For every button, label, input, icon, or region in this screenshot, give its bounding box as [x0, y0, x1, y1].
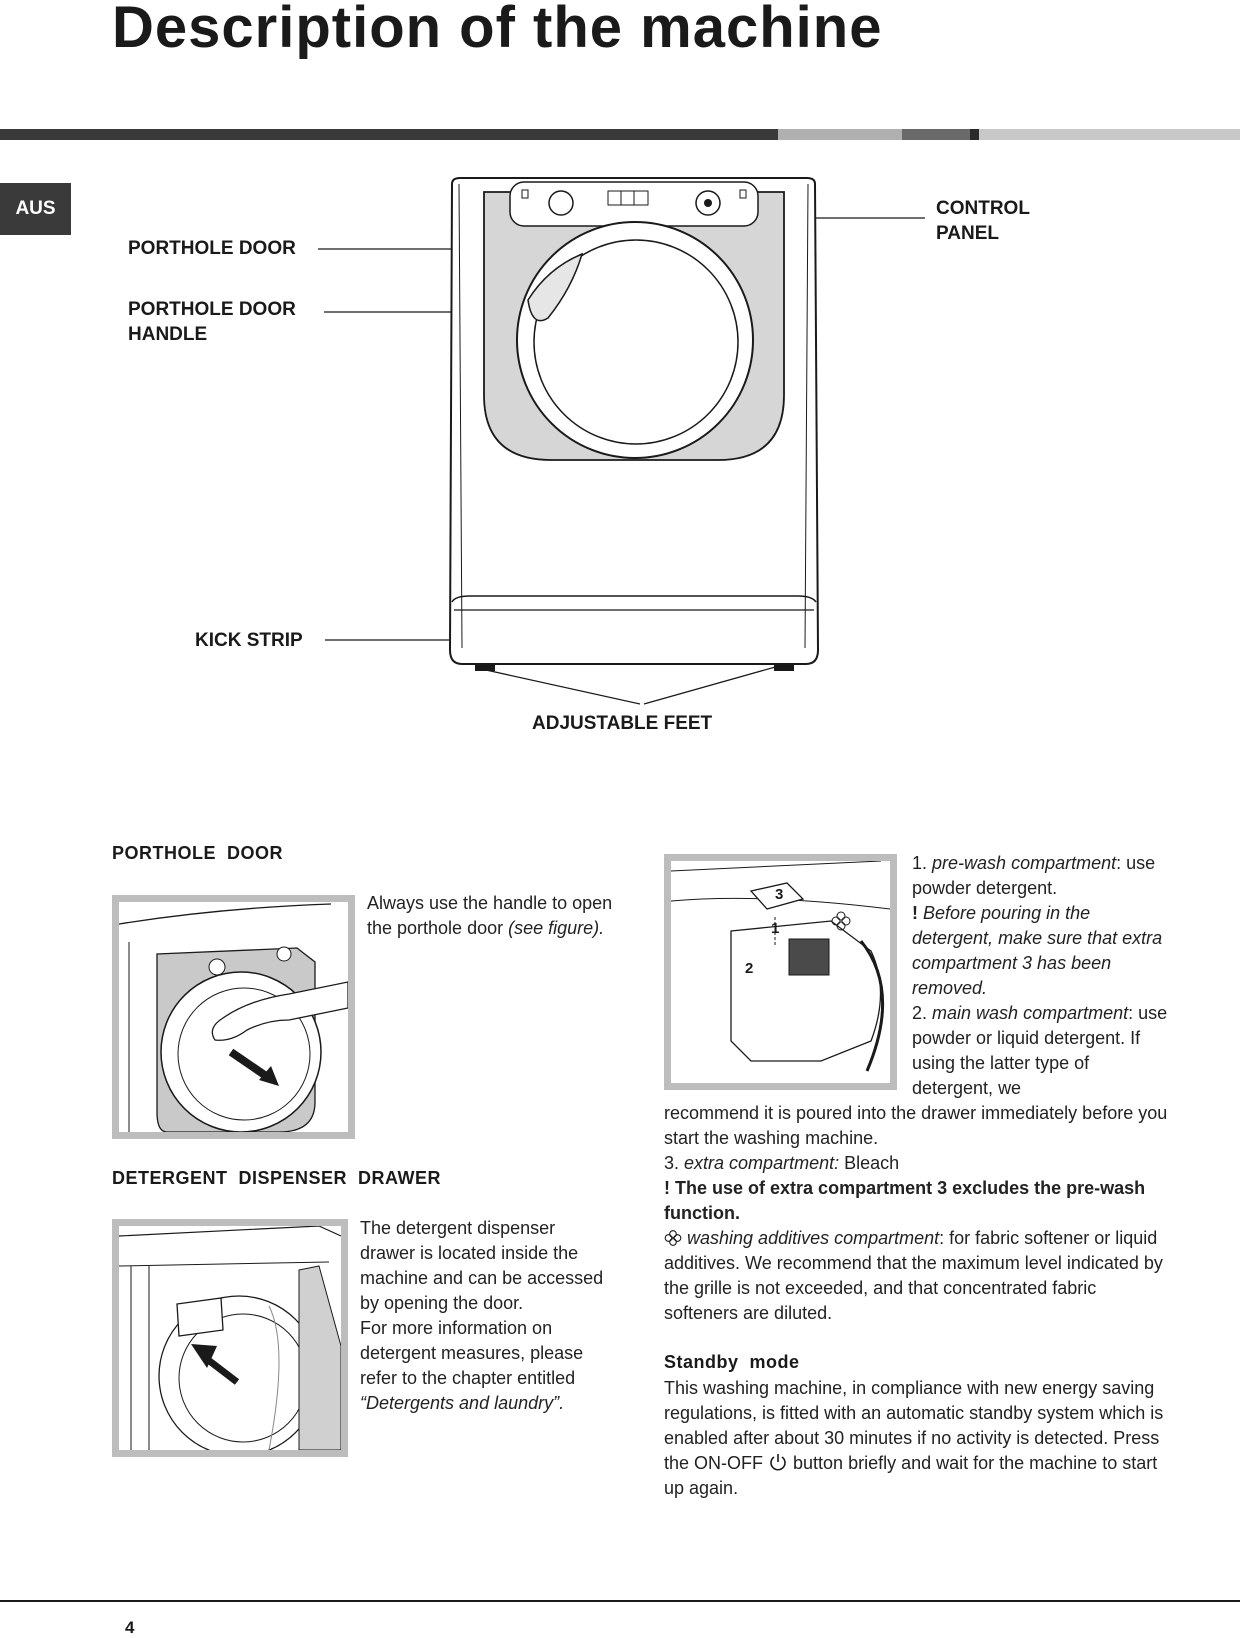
porthole-door-text: Always use the handle to open the portho… — [367, 891, 619, 941]
figure-label-1: 1 — [771, 920, 779, 937]
flower-icon — [664, 1230, 682, 1246]
callout-control-line1: CONTROL — [936, 198, 1030, 219]
drawer-text-more-main: For more information on detergent measur… — [360, 1318, 584, 1388]
porthole-text-main: Always use the handle to open the portho… — [367, 893, 613, 938]
drawer-text-main: The detergent dispenser drawer is locate… — [360, 1218, 604, 1313]
page-title: Description of the machine — [112, 0, 883, 60]
header-bar-dark — [0, 129, 778, 140]
drawer-illustration — [119, 1226, 341, 1450]
footer-rule — [0, 1600, 1240, 1602]
porthole-text-italic: (see figure). — [508, 918, 605, 938]
dispenser-drawer-text: The detergent dispenser drawer is locate… — [360, 1216, 610, 1416]
header-bar-mid — [778, 129, 902, 140]
callout-control-line2: PANEL — [936, 223, 999, 244]
compartments-figure: 3 1 2 — [664, 854, 897, 1090]
drawer-text-ref: “Detergents and laundry”. — [360, 1393, 565, 1413]
figure-label-3: 3 — [775, 886, 783, 903]
callout-kick-strip: KICK STRIP — [195, 630, 303, 651]
porthole-door-figure — [112, 895, 355, 1139]
figure-label-2: 2 — [745, 960, 753, 977]
header-bar-light — [979, 129, 1240, 140]
standby-heading: Standby mode — [664, 1352, 800, 1372]
standby-text: This washing machine, in compliance with… — [664, 1378, 1164, 1498]
language-tab: AUS — [0, 183, 71, 235]
additives: washing additives compartment: for fabri… — [664, 1228, 1163, 1323]
item3: 3. extra compartment: Bleach — [664, 1153, 900, 1173]
item2-continued: recommend it is poured into the drawer i… — [664, 1103, 1168, 1148]
compartments-text-full: recommend it is poured into the drawer i… — [664, 1101, 1174, 1326]
page-number: 4 — [125, 1618, 135, 1637]
callout-handle-line2: HANDLE — [128, 324, 208, 345]
item2: 2. main wash compartment: use powder or … — [912, 1003, 1168, 1098]
callout-adjustable-feet: ADJUSTABLE FEET — [532, 713, 713, 734]
compartments-illustration: 3 1 2 — [671, 861, 890, 1072]
flower-icon — [831, 911, 851, 931]
machine-diagram — [318, 177, 925, 705]
callout-porthole-door: PORTHOLE DOOR — [128, 238, 296, 259]
dispenser-drawer-figure — [112, 1219, 348, 1457]
power-icon — [770, 1454, 786, 1471]
header-bar-gray — [902, 129, 970, 140]
item1: 1. pre-wash compartment: use powder dete… — [912, 853, 1156, 898]
porthole-door-heading: PORTHOLE DOOR — [112, 843, 284, 863]
callout-porthole-door-handle: PORTHOLE DOOR HANDLE — [128, 297, 296, 347]
porthole-illustration — [119, 903, 348, 1132]
callout-handle-line1: PORTHOLE DOOR — [128, 299, 296, 320]
drawer-text-more: For more information on detergent measur… — [360, 1316, 610, 1416]
warning-1: ! Before pouring in the detergent, make … — [912, 903, 1163, 998]
warning-2: ! The use of extra compartment 3 exclude… — [664, 1178, 1146, 1223]
header-bar-black — [970, 129, 979, 140]
callout-control-panel: CONTROL PANEL — [936, 196, 1030, 246]
dispenser-drawer-heading: DETERGENT DISPENSER DRAWER — [112, 1168, 442, 1188]
compartments-text-side: 1. pre-wash compartment: use powder dete… — [912, 851, 1170, 1101]
